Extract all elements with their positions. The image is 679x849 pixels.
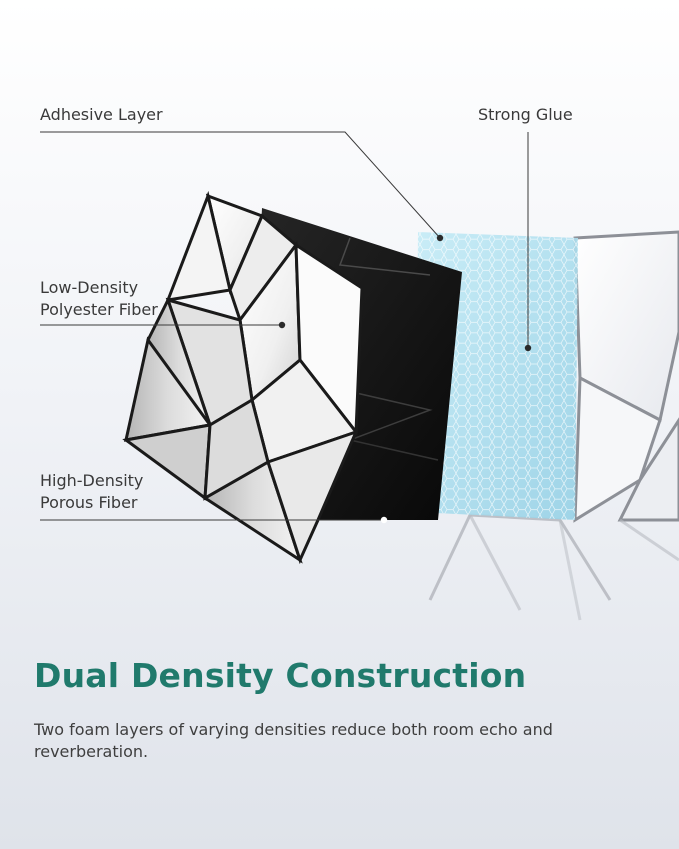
- leader-dots: [278, 234, 532, 524]
- leader-lines: [40, 131, 529, 521]
- description-text: Two foam layers of varying densities red…: [34, 720, 553, 761]
- acoustic-panel-exploded-illustration: [40, 131, 679, 621]
- callout-low-density-line1: Low-Density: [40, 278, 139, 297]
- callout-adhesive-layer: Adhesive Layer: [40, 105, 163, 124]
- callout-low-density-line2: Polyester Fiber: [40, 300, 158, 319]
- callout-high-density-line1: High-Density: [40, 471, 144, 490]
- callout-low-density: Low-Density Polyester Fiber: [40, 277, 158, 321]
- white-panel-layer: [122, 190, 364, 565]
- callout-high-density: High-Density Porous Fiber: [40, 470, 143, 514]
- page-title: Dual Density Construction: [34, 656, 527, 695]
- callout-strong-glue: Strong Glue: [478, 105, 573, 124]
- callout-high-density-line2: Porous Fiber: [40, 493, 138, 512]
- wall-panels-background: [428, 230, 679, 621]
